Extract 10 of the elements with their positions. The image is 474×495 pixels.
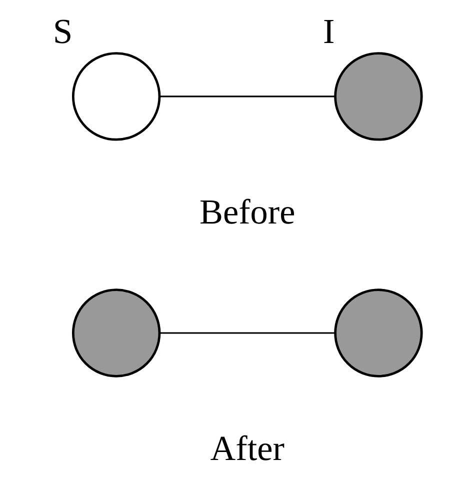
node-circle — [72, 52, 161, 141]
label: Before — [200, 192, 296, 232]
node-circle — [72, 288, 161, 378]
label: After — [210, 429, 284, 468]
node-label: I — [323, 12, 335, 52]
node-circle — [334, 52, 423, 141]
connector — [160, 96, 335, 98]
connector — [160, 332, 335, 334]
node-circle — [334, 288, 423, 378]
node-label: S — [53, 12, 73, 52]
